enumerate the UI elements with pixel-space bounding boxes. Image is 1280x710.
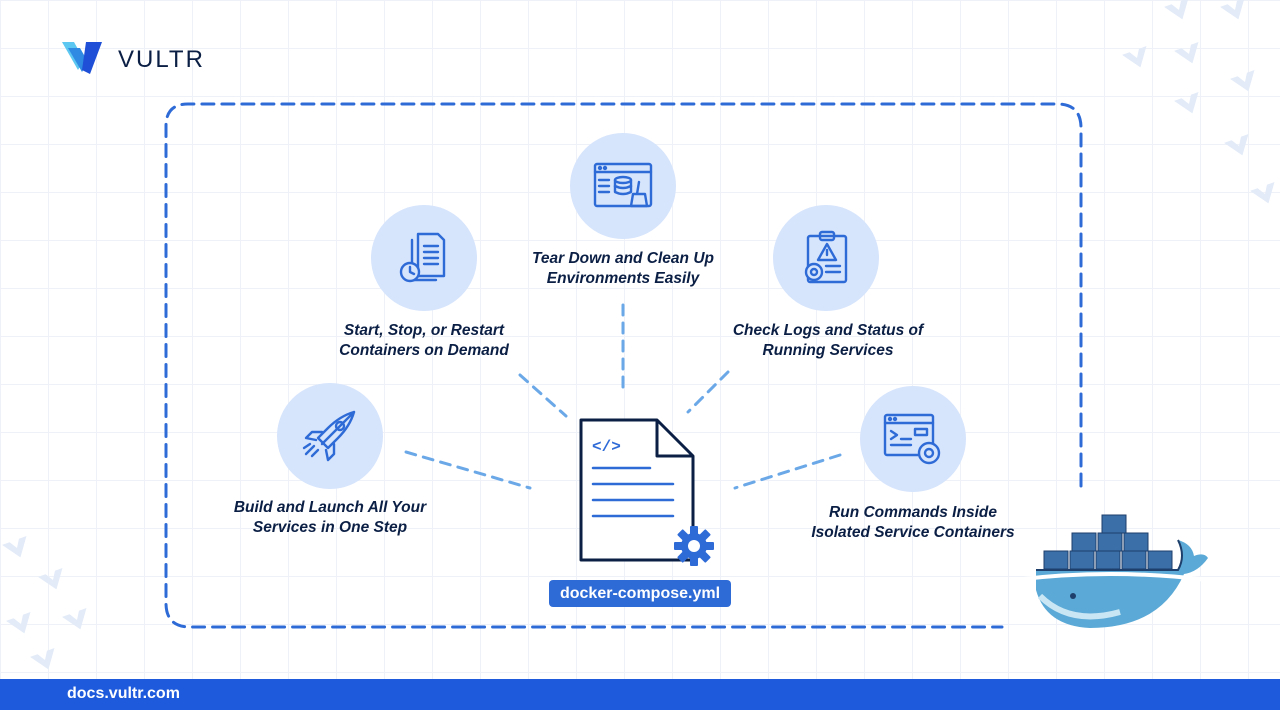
- vultr-logo[interactable]: VULTR: [62, 40, 222, 76]
- clipboard-warning-icon: [804, 230, 848, 284]
- documents-history-icon: [399, 232, 446, 283]
- file-name-badge: docker-compose.yml: [549, 580, 731, 607]
- connector-start: [518, 373, 568, 418]
- feature-circle-logs: [773, 205, 879, 311]
- terminal-gear-icon: [883, 413, 941, 465]
- footer-bar: docs.vultr.com: [0, 679, 1280, 710]
- database-broom-icon: [593, 162, 653, 208]
- docker-whale-icon: [1013, 514, 1209, 628]
- connector-logs: [686, 370, 730, 414]
- gear-icon: [674, 526, 714, 566]
- brand-name: VULTR: [118, 46, 205, 73]
- footer-link[interactable]: docs.vultr.com: [67, 685, 180, 702]
- feature-circle-start: [371, 205, 477, 311]
- connector-run: [733, 453, 842, 490]
- feature-circle-build: [277, 383, 383, 489]
- code-glyph: </>: [592, 438, 621, 456]
- feature-circle-teardown: [570, 133, 676, 239]
- rocket-icon: [302, 410, 356, 462]
- compose-file-icon: </>: [579, 418, 714, 566]
- vultr-logo-icon: [62, 42, 102, 74]
- connector-build: [404, 450, 532, 490]
- feature-circle-run: [860, 386, 966, 492]
